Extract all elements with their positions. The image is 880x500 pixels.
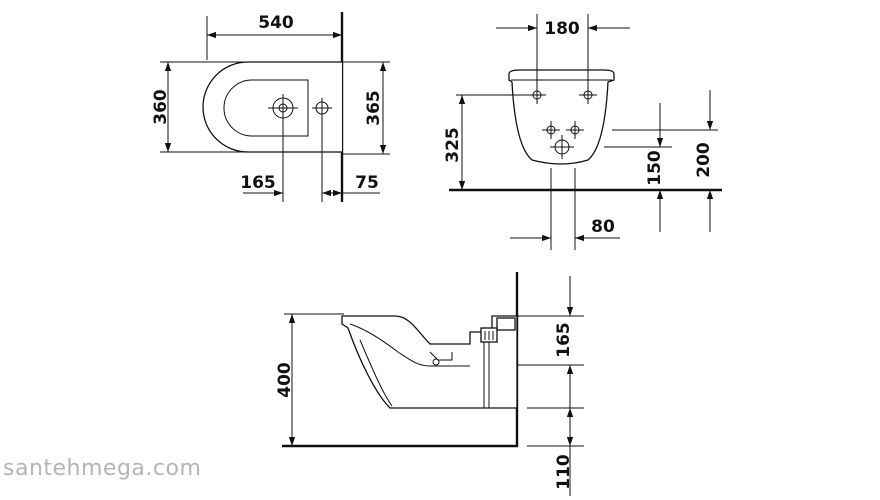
dim-inlet-150: 150 [645,150,665,186]
dim-bolt-200: 200 [694,142,714,178]
dim-height-400: 400 [275,362,295,398]
dim-height-325: 325 [443,127,463,163]
top-bowl-outline [202,61,342,153]
top-bowl-inner [223,79,309,137]
dim-hole-165: 165 [240,173,276,193]
side-view: 400 165 110 [275,272,584,496]
dim-wall-75: 75 [355,173,379,193]
dim-depth-365: 365 [364,90,384,126]
dim-floor-110: 110 [554,454,574,490]
dim-width-180: 180 [544,19,580,39]
dim-width-540: 540 [258,13,294,33]
top-view: 540 360 365 165 75 [151,12,390,202]
watermark-text: santehmega.com [3,456,202,481]
dim-upper-165: 165 [554,322,574,358]
dim-outlet-80: 80 [591,217,615,237]
fixing-points-icon [528,86,597,159]
dim-depth-360: 360 [151,89,171,125]
supply-pipe-icon [429,317,516,408]
front-view: 180 325 150 200 80 [443,14,722,250]
